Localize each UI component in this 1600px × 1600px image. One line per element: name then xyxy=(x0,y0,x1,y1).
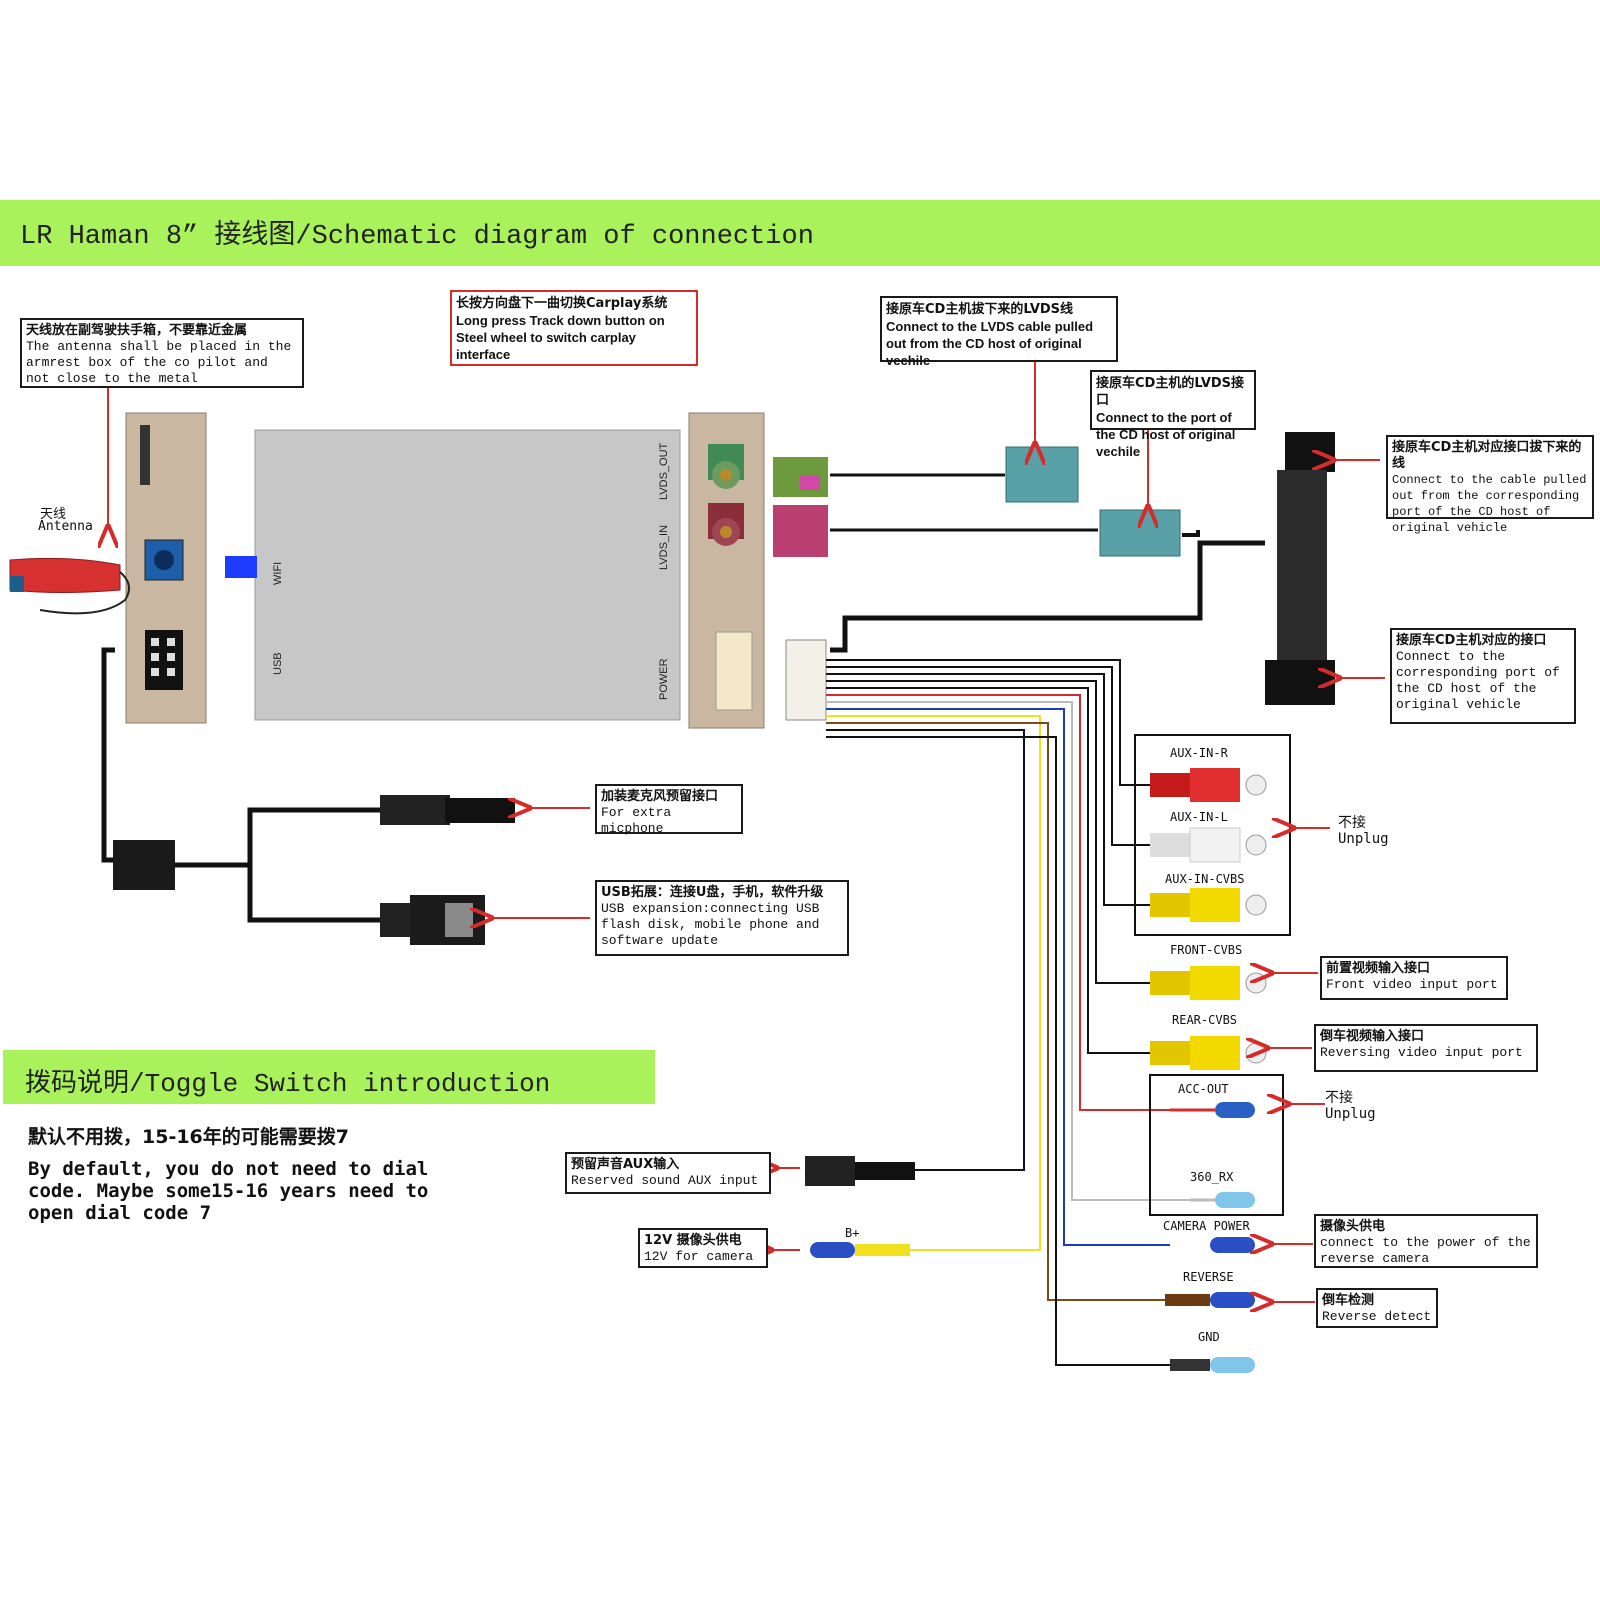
label-gnd: GND xyxy=(1198,1330,1220,1344)
label-360-rx: 360_RX xyxy=(1190,1170,1234,1184)
label-lvds-out: LVDS_OUT xyxy=(658,442,670,500)
rca-rear-cvbs xyxy=(1150,1036,1267,1070)
rca-aux-l xyxy=(1150,827,1267,863)
vehicle-harness-top xyxy=(1285,432,1335,472)
terminal-360-rx xyxy=(1190,1192,1255,1208)
antenna xyxy=(9,557,130,615)
antenna-label-en: Antenna xyxy=(38,519,93,534)
toggle-banner xyxy=(3,1050,655,1104)
vehicle-harness-bottom xyxy=(1265,660,1335,705)
connector-module xyxy=(688,412,765,729)
page-title: LR Haman 8” 接线图/Schematic diagram of con… xyxy=(20,222,814,252)
terminal-bplus xyxy=(810,1242,910,1258)
side-harness-plug xyxy=(113,840,175,890)
label-lvds-in: LVDS_IN xyxy=(658,524,670,570)
label-camera-power: CAMERA POWER xyxy=(1163,1219,1250,1233)
label-aux-l: AUX-IN-L xyxy=(1170,810,1228,824)
wifi-chip xyxy=(225,556,257,578)
power-connector xyxy=(785,639,827,721)
label-power: POWER xyxy=(658,658,670,700)
antenna-label-cn: 天线 xyxy=(40,507,67,522)
label-aux-r: AUX-IN-R xyxy=(1170,746,1228,760)
toggle-line-en: By default, you do not need to dial code… xyxy=(28,1158,429,1224)
label-front-cvbs: FRONT-CVBS xyxy=(1170,943,1243,957)
aux-sound-jack xyxy=(805,1156,915,1186)
toggle-title: 拨码说明/Toggle Switch introduction xyxy=(25,1069,551,1099)
acc-group-box xyxy=(1149,1074,1284,1216)
rca-aux-r xyxy=(1150,768,1267,802)
mic-jack xyxy=(380,795,450,825)
terminal-gnd xyxy=(1170,1357,1255,1373)
rca-aux-cvbs xyxy=(1150,888,1267,922)
lvds-in-plug xyxy=(773,505,828,557)
rca-front-cvbs xyxy=(1150,966,1267,1000)
label-aux-cvbs: AUX-IN-CVBS xyxy=(1165,872,1245,886)
usb-female xyxy=(380,903,410,937)
label-bplus: B+ xyxy=(845,1226,860,1240)
label-usb: USB xyxy=(272,652,284,675)
terminal-reverse xyxy=(1165,1292,1255,1308)
side-module xyxy=(125,412,207,724)
label-acc-out: ACC-OUT xyxy=(1178,1082,1229,1096)
label-wifi: WIFI xyxy=(272,561,284,585)
terminal-acc-out xyxy=(1170,1102,1255,1118)
label-reverse: REVERSE xyxy=(1183,1270,1234,1284)
toggle-line-cn: 默认不用拨，15-16年的可能需要拨7 xyxy=(28,1126,349,1148)
label-rear-cvbs: REAR-CVBS xyxy=(1172,1013,1238,1027)
main-unit xyxy=(254,429,681,721)
header-banner xyxy=(0,200,1600,266)
terminal-camera-power xyxy=(1210,1237,1255,1253)
